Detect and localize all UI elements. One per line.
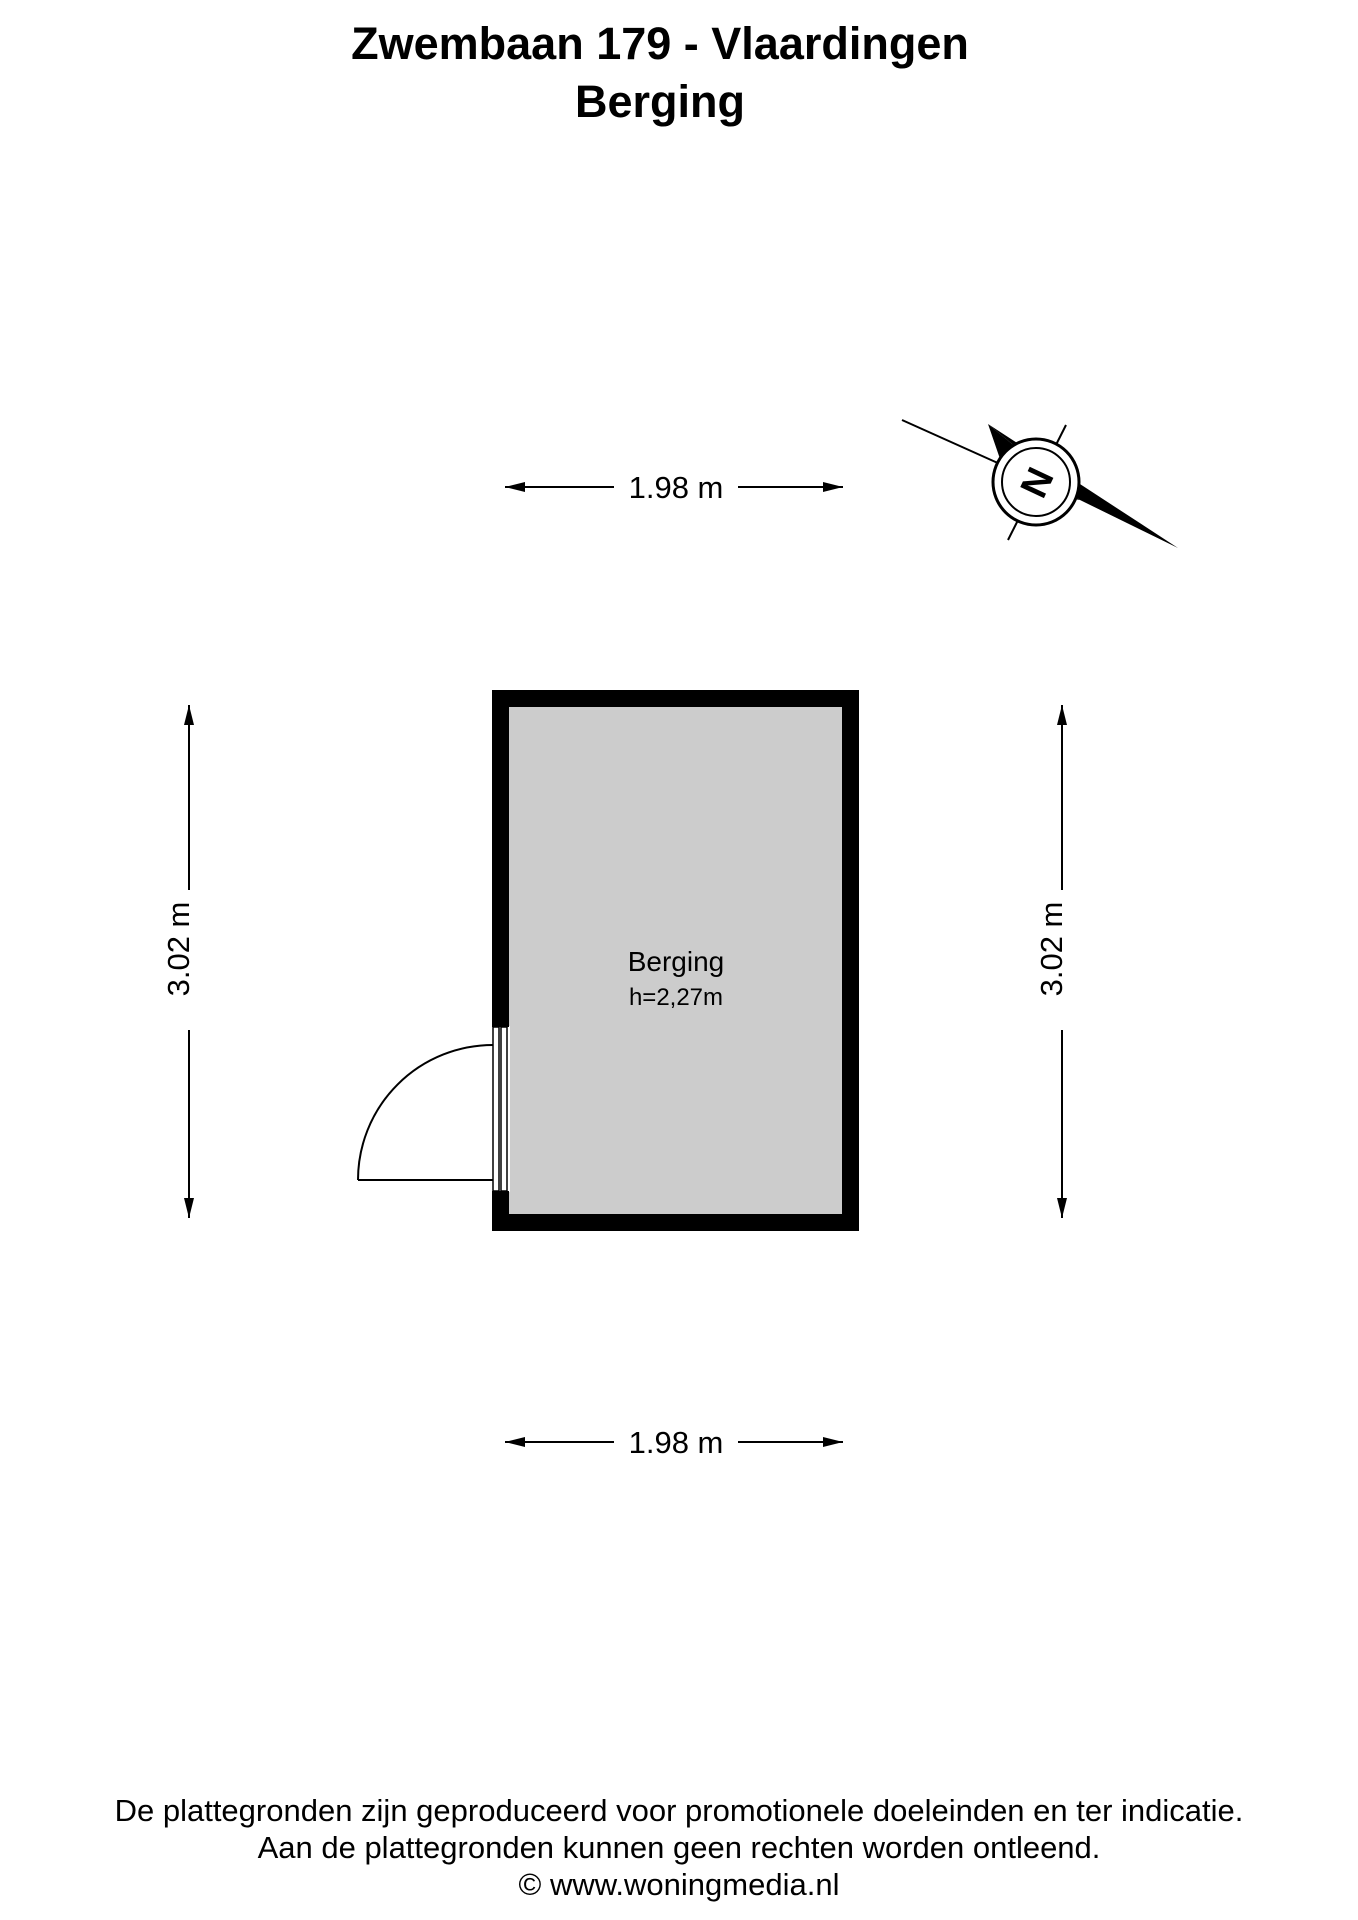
dimension-bottom-label: 1.98 m [629,1425,724,1460]
room-height: h=2,27m [629,984,723,1011]
dimension-left-label: 3.02 m [161,902,196,997]
room-floor [509,707,842,1214]
floor-title: Berging [574,76,745,127]
dimension-right-label: 3.02 m [1034,902,1069,997]
dimension-top-label: 1.98 m [629,470,724,505]
disclaimer-line-1: De plattegronden zijn geproduceerd voor … [114,1793,1244,1828]
dimension-right-height: 3.02 m [1034,705,1069,1218]
north-compass-icon: N [901,419,1178,548]
dimension-bottom-width: 1.98 m [505,1425,843,1460]
room-berging: Berging h=2,27m [492,690,859,1231]
door-swing-arc [357,1044,494,1181]
copyright-link[interactable]: © www.woningmedia.nl [518,1867,840,1902]
dimension-top-width: 1.98 m [505,470,843,505]
disclaimer-line-2: Aan de plattegronden kunnen geen rechten… [257,1830,1101,1865]
dimension-left-height: 3.02 m [161,705,196,1218]
room-name: Berging [628,946,725,977]
door [357,1025,510,1193]
page-title: Zwembaan 179 - Vlaardingen [351,18,969,69]
